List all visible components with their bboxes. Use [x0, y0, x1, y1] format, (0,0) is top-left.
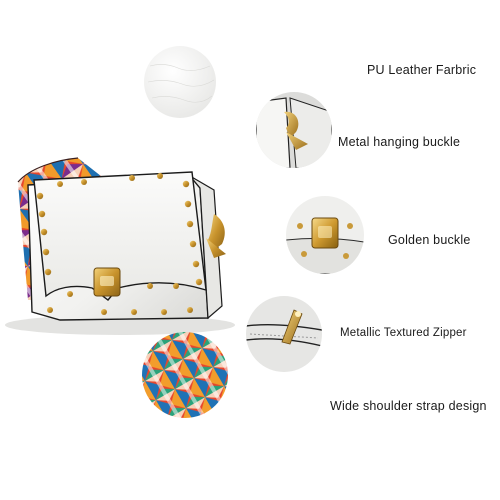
feature-label-hanging-buckle: Metal hanging buckle	[338, 135, 461, 149]
feature-label-zipper: Metallic Textured Zipper	[340, 327, 467, 339]
feature-label-strap: Wide shoulder strap design	[330, 399, 487, 413]
white-crossbody-bag-image	[5, 157, 235, 335]
zipper-closeup	[246, 296, 322, 372]
leather-texture-swatch	[144, 46, 216, 118]
hanging-buckle-closeup	[256, 92, 332, 168]
strap-pattern-closeup	[142, 332, 228, 418]
feature-label-golden-buckle: Golden buckle	[388, 233, 471, 247]
golden-buckle-closeup	[286, 196, 364, 274]
feature-label-leather: PU Leather Farbric	[367, 63, 477, 77]
